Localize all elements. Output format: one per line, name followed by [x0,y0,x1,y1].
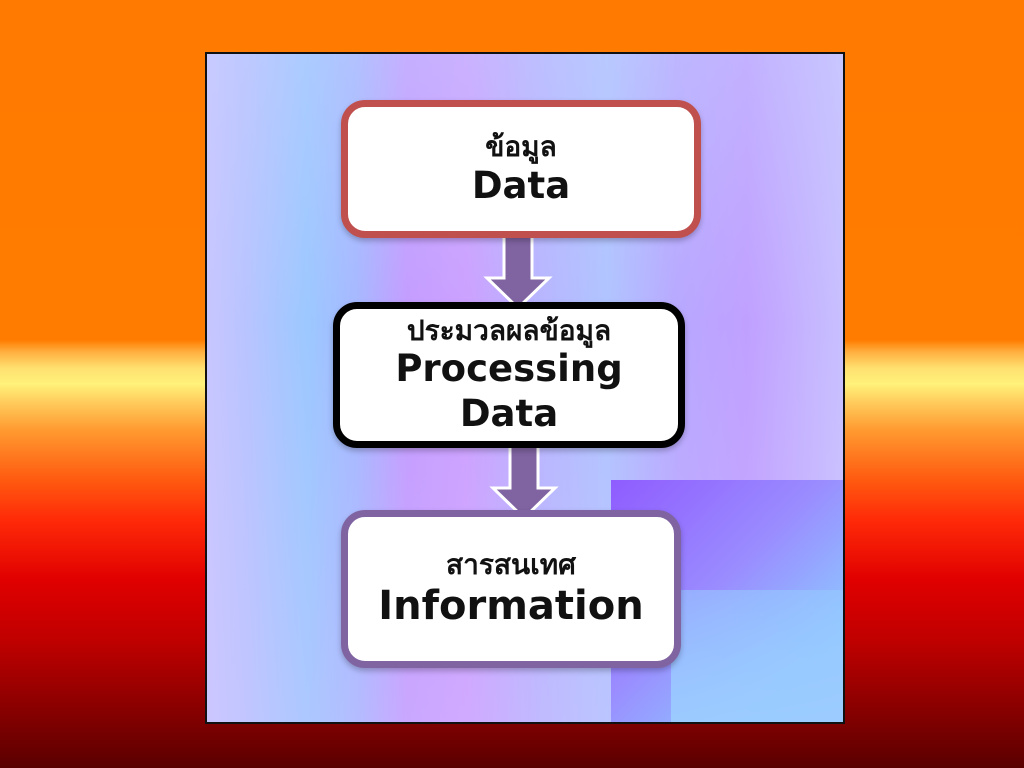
node-processing-english-label: Processing Data [395,347,623,435]
node-processing-thai-label: ประมวลผลข้อมูล [406,313,612,347]
node-data: ข้อมูล Data [341,100,701,238]
arrow-processing-to-information [489,444,559,520]
node-data-english-label: Data [471,163,571,207]
decorative-square-inner [671,590,843,722]
node-information-thai-label: สารสนเทศ [446,548,576,582]
node-information: สารสนเทศ Information [341,510,681,668]
node-information-english-label: Information [378,582,644,629]
node-data-thai-label: ข้อมูล [485,130,557,163]
node-processing: ประมวลผลข้อมูล Processing Data [333,302,685,448]
diagram-panel: ข้อมูล Data ประมวลผลข้อมูล Processing Da… [205,52,845,724]
arrow-data-to-processing [483,234,553,310]
